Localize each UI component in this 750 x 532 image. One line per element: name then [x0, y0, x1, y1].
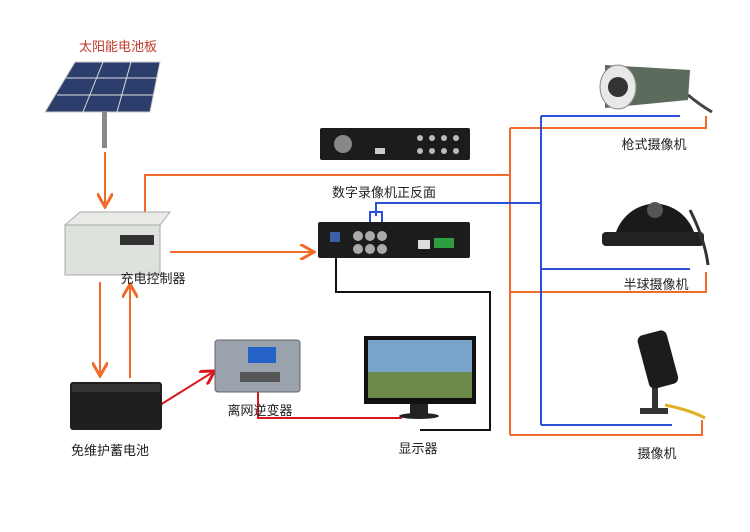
monitor-label: 显示器 — [398, 442, 438, 457]
bullet-camera-image — [599, 64, 713, 114]
charge-controller-image — [63, 211, 172, 276]
dome-camera-image — [602, 202, 710, 266]
camera-label: 摄像机 — [637, 447, 677, 462]
ac-line-inverter-monitor — [257, 392, 402, 419]
video-lines — [369, 115, 690, 426]
dome-camera-label: 半球摄像机 — [623, 278, 689, 293]
vga-line — [335, 235, 491, 431]
dvr-label: 数字录像机正反面 — [331, 186, 437, 201]
inverter-label: 离网逆变器 — [227, 404, 293, 419]
solar-panel-image — [44, 61, 161, 148]
ac-line-battery-inverter — [159, 372, 213, 406]
power-lines — [100, 116, 707, 436]
solar-panel-label: 太阳能电池板 — [78, 40, 158, 55]
dvr-rear-image — [318, 222, 470, 258]
battery-image — [70, 382, 162, 430]
battery-label: 免维护蓄电池 — [70, 444, 150, 459]
dvr-front-image — [320, 128, 470, 160]
inverter-image — [214, 339, 301, 393]
bullet-camera-label: 枪式摄像机 — [621, 138, 687, 153]
camera-image — [637, 330, 706, 420]
monitor-image — [364, 336, 476, 419]
charge-controller-label: 充电控制器 — [120, 272, 186, 287]
